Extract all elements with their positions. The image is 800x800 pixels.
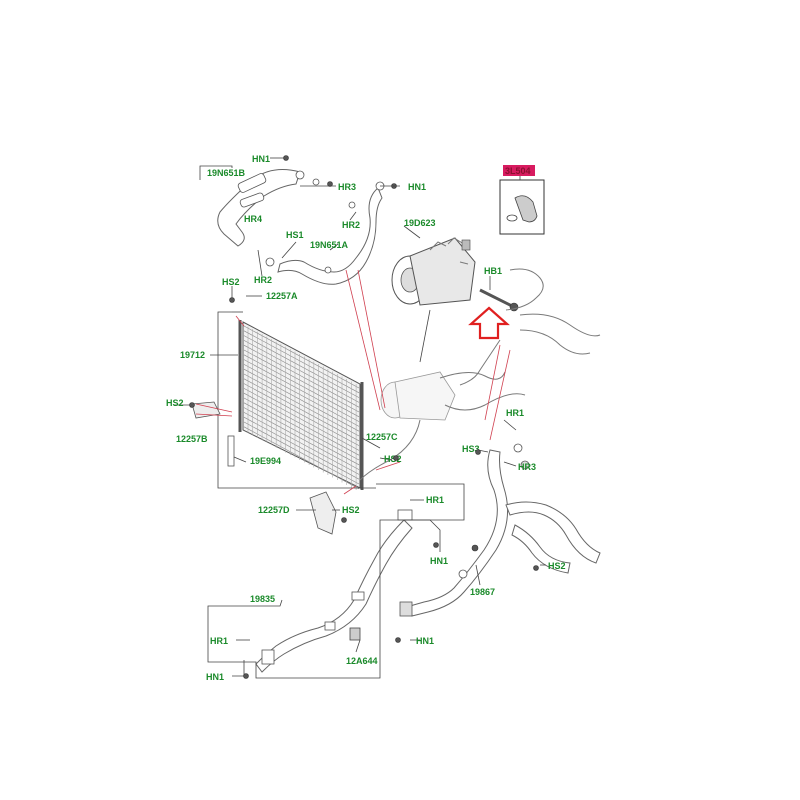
condenser-fin — [243, 344, 360, 408]
label-hr3-right: HR3 — [518, 462, 536, 472]
condenser-fin — [243, 330, 360, 394]
hoses-installed-right — [459, 268, 601, 386]
red-up-arrow-icon — [468, 306, 510, 340]
callout-label-3l504: 3L504 — [505, 166, 531, 176]
label-12257c: 12257C — [366, 432, 398, 442]
hose-19867 — [399, 443, 601, 617]
label-19n651a: 19N651A — [310, 240, 349, 250]
label-hr2-top: HR2 — [342, 220, 360, 230]
condenser-fin — [243, 383, 360, 446]
bracket-12257d — [309, 491, 337, 535]
hose-19n651a — [265, 181, 397, 285]
label-hs1: HS1 — [286, 230, 304, 240]
label-hs3: HS3 — [462, 444, 480, 454]
callout-highlight — [503, 165, 535, 176]
label-hn1-top: HN1 — [252, 154, 270, 164]
label-19867: 19867 — [470, 587, 495, 597]
label-19n651b: 19N651B — [207, 168, 246, 178]
label-hr1-left: HR1 — [210, 636, 228, 646]
condenser-fin — [243, 378, 360, 442]
label-hn1-bottom-left: HN1 — [206, 672, 224, 682]
condenser-fin — [243, 340, 360, 403]
label-19712: 19712 — [180, 350, 205, 360]
label-hs2-right: HS2 — [548, 561, 566, 571]
label-hn1-bottom-mid: HN1 — [416, 636, 434, 646]
condenser-fin — [243, 359, 360, 422]
hose-19n651b — [217, 169, 333, 247]
label-19835: 19835 — [250, 594, 275, 604]
condenser-fin — [243, 388, 360, 451]
inset-detail-3l504: 3L504 — [499, 165, 545, 235]
label-12257a: 12257A — [266, 291, 298, 301]
label-hr3-top: HR3 — [338, 182, 356, 192]
condenser-fin — [243, 392, 360, 456]
condenser-fin — [243, 402, 360, 466]
label-hb1: HB1 — [484, 266, 502, 276]
condenser-fin — [243, 397, 360, 461]
hose-19835 — [255, 509, 413, 673]
condenser-fin — [243, 412, 360, 475]
label-hs2-left: HS2 — [166, 398, 184, 408]
fasteners — [189, 155, 481, 679]
label-hr1-right: HR1 — [506, 408, 524, 418]
valve-cap-icon — [514, 195, 538, 223]
label-hs2-top: HS2 — [222, 277, 240, 287]
condenser-fin — [243, 364, 360, 427]
label-hr2-mid: HR2 — [254, 275, 272, 285]
condenser-fin — [243, 407, 360, 470]
compressor-upper — [391, 237, 476, 306]
label-19d623: 19D623 — [404, 218, 436, 228]
compressor-installed — [359, 371, 526, 481]
label-hs2-lower: HS2 — [342, 505, 360, 515]
label-hn1-top-right: HN1 — [408, 182, 426, 192]
condenser-fin — [243, 325, 360, 389]
label-19e994: 19E994 — [250, 456, 281, 466]
label-12257d: 12257D — [258, 505, 290, 515]
condenser-fin — [243, 373, 360, 437]
condenser-fin — [243, 349, 360, 413]
condenser — [227, 320, 364, 490]
bolt-hb1 — [479, 288, 519, 312]
condenser-fin — [243, 416, 360, 480]
label-hn1-lower: HN1 — [430, 556, 448, 566]
condenser-fin — [243, 354, 360, 418]
label-hr1-lower: HR1 — [426, 495, 444, 505]
condenser-fin — [243, 426, 360, 490]
condenser-fin — [243, 421, 360, 485]
condenser-fin — [243, 368, 360, 432]
condenser-fin — [243, 335, 360, 398]
label-12a644: 12A644 — [346, 656, 378, 666]
label-hs2-mid: HS2 — [384, 454, 402, 464]
label-12257b: 12257B — [176, 434, 208, 444]
label-hr4: HR4 — [244, 214, 262, 224]
